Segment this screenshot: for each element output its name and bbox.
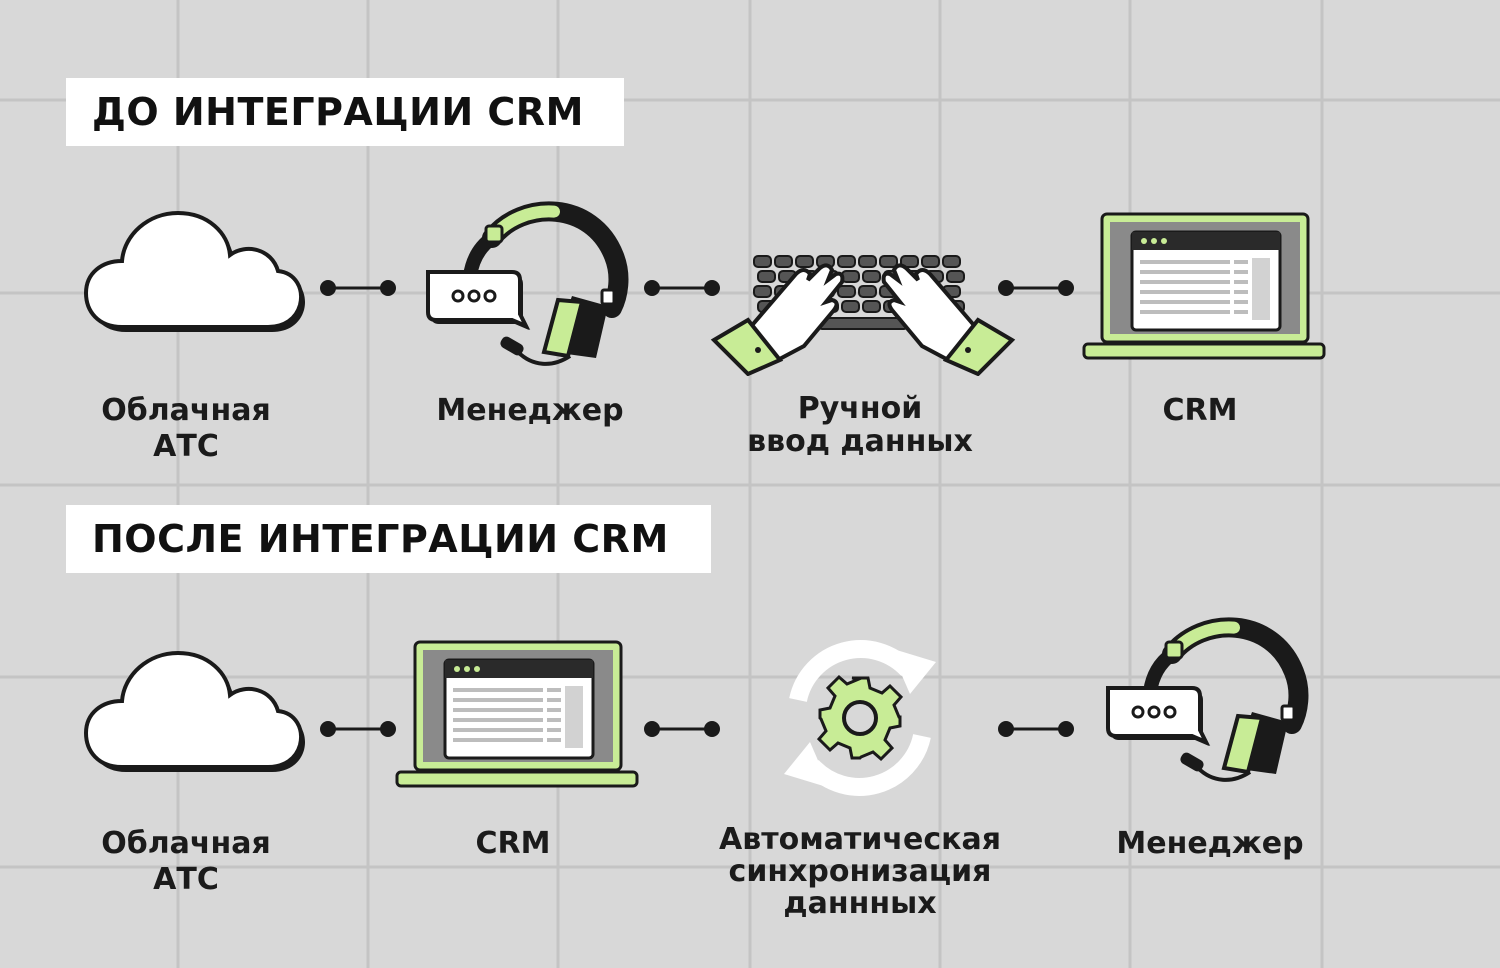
keyboard-key [862,270,881,283]
keyboard-spacebar [817,317,909,330]
connector [644,721,720,737]
laptop-crm-icon [1082,212,1326,360]
laptop-crm-icon [395,640,639,788]
step-label: CRM [1162,393,1238,428]
keyboard-key [921,255,940,268]
connector [644,280,720,296]
step-label: Менеджер [436,393,624,428]
keyboard-key [753,285,772,298]
sync-gear-icon [784,640,936,796]
keyboard-key [900,255,919,268]
keyboard-key [837,255,856,268]
headset-chat-icon [426,201,629,366]
connector [320,280,396,296]
hands-keyboard-icon [710,255,1016,376]
headset-chat-icon [1106,617,1309,782]
connector [998,280,1074,296]
cloud-icon [83,650,306,772]
keyboard-key [795,255,814,268]
keyboard-key [858,285,877,298]
section-title-after: ПОСЛЕ ИНТЕГРАЦИИ CRM [66,505,711,573]
keyboard-key [841,270,860,283]
keyboard-key [879,255,898,268]
keyboard-key [946,270,965,283]
connector [320,721,396,737]
keyboard-key [841,300,860,313]
keyboard-key [942,255,961,268]
keyboard-key [837,285,856,298]
cloud-icon [83,210,306,332]
keyboard-key [757,270,776,283]
keyboard-key [774,255,793,268]
keyboard-key [753,255,772,268]
step-label: Менеджер [1116,826,1304,861]
keyboard-key [858,255,877,268]
section-title-before: ДО ИНТЕГРАЦИИ CRM [66,78,624,146]
step-label: CRM [475,826,551,861]
connector [998,721,1074,737]
keyboard-key [862,300,881,313]
